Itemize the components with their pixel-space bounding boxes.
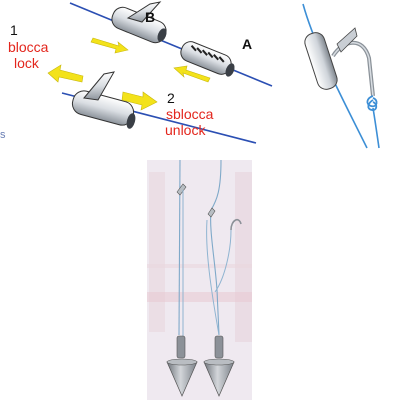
snap-clip-icon: [207, 207, 216, 218]
step1-label-en: lock: [14, 55, 39, 71]
closeup-drawing: [302, 3, 380, 149]
yellow-arrow-icon: [173, 65, 211, 83]
rig-photo: [147, 160, 252, 400]
right-rig: [203, 160, 242, 397]
step1-number: 1: [10, 22, 18, 38]
yellow-arrow-icon: [121, 91, 158, 111]
step2-label-it: sblocca: [166, 106, 214, 122]
part-a-label: A: [242, 36, 253, 52]
step2-number: 2: [167, 90, 175, 106]
snap-clip-icon: [304, 27, 375, 97]
snap-clip-icon: [111, 1, 167, 44]
knot-icon: [366, 95, 380, 149]
edge-mark: s: [0, 129, 6, 141]
hook-icon: [230, 218, 242, 231]
swivel-icon: [176, 335, 186, 359]
step1-label-it: blocca: [8, 39, 49, 55]
step2-label-en: unlock: [165, 122, 206, 138]
snap-clip-bottom-icon: [71, 71, 136, 129]
swivel-icon: [214, 335, 224, 359]
yellow-arrow-icon: [47, 64, 84, 83]
diagram-drawing: [47, 1, 273, 144]
lock-unlock-diagram: 1 blocca lock B A 2 sblocca unlock s: [0, 0, 290, 150]
grooved-clip-icon: [180, 41, 235, 77]
fishing-line-top: [69, 2, 273, 87]
fishing-line: [302, 3, 368, 149]
yellow-arrow-icon: [90, 37, 129, 54]
snap-clip-icon: [176, 183, 187, 196]
left-rig: [166, 160, 198, 397]
rig-photo-drawing: [147, 160, 252, 400]
clip-closeup: [293, 0, 400, 150]
part-b-label: B: [145, 9, 156, 25]
